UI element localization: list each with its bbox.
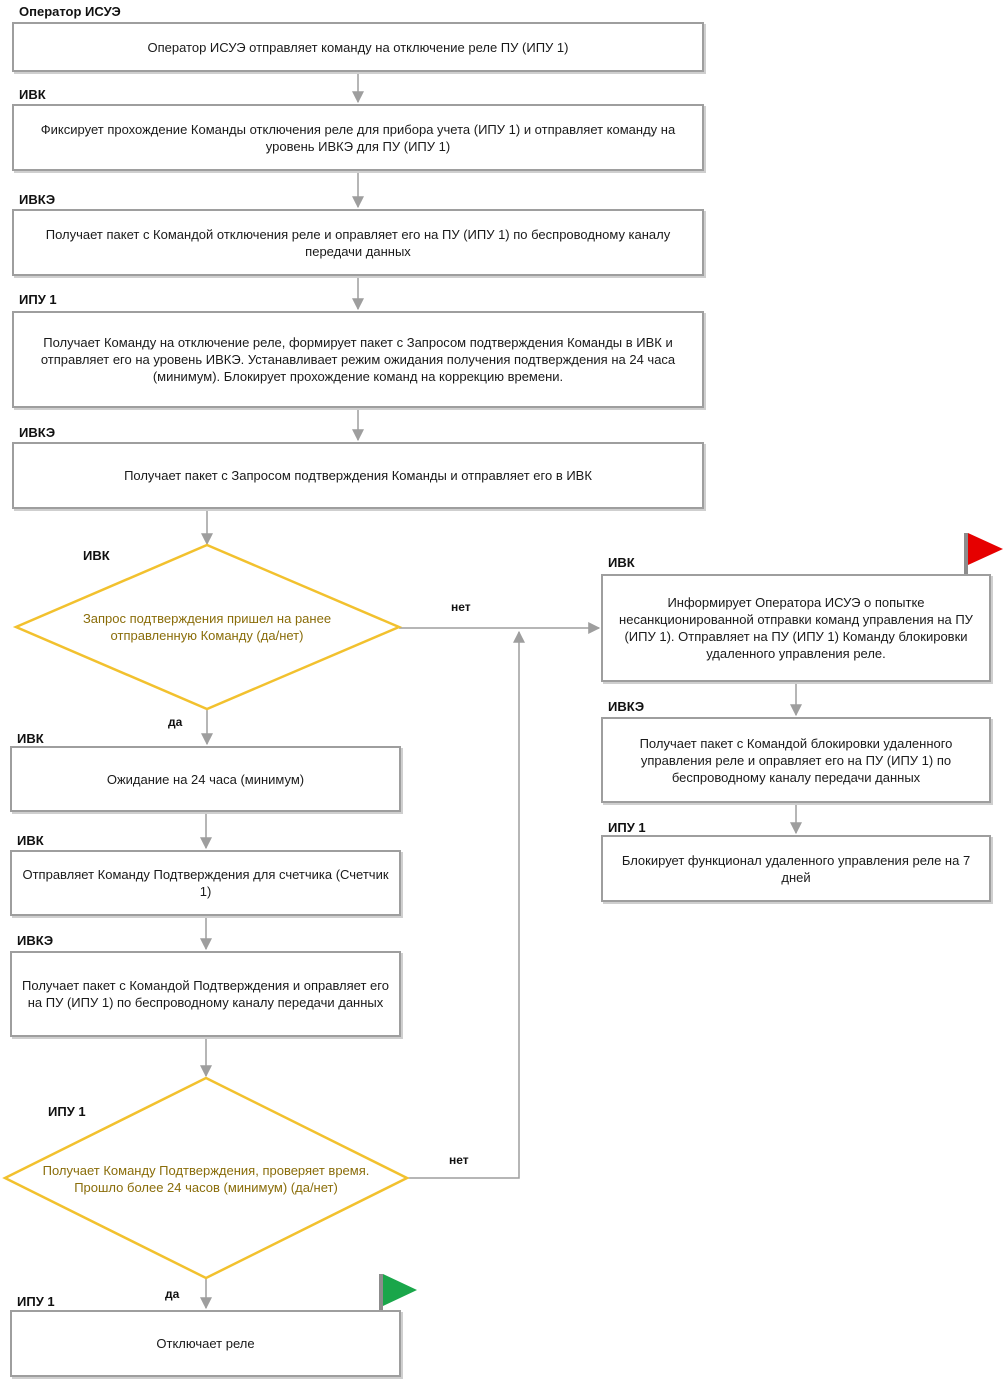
edge-label-yes: да — [168, 715, 183, 729]
step-operator-sends-command: Оператор ИСУЭ отправляет команду на откл… — [12, 22, 704, 72]
step-text: Информирует Оператора ИСУЭ о попытке нес… — [619, 595, 973, 661]
step-text: Блокирует функционал удаленного управлен… — [621, 852, 971, 885]
step-text: Получает пакет с Командой отключения рел… — [45, 226, 671, 259]
step-relay-disconnect: Отключает реле — [10, 1310, 401, 1377]
edge-label-no: нет — [451, 600, 471, 614]
decision-2-text: Получает Команду Подтверждения, проверяе… — [42, 1163, 370, 1195]
lane-label-ivk: ИВК — [17, 731, 44, 746]
lane-label-ivke: ИВКЭ — [608, 699, 645, 714]
lane-label-ivke: ИВКЭ — [19, 425, 56, 440]
step-text: Получает пакет с Командой блокировки уда… — [639, 735, 953, 785]
edge-label-no: нет — [449, 1153, 469, 1167]
step-text: Получает пакет с Запросом подтверждения … — [124, 468, 592, 483]
lane-label-ivk: ИВК — [608, 555, 635, 570]
step-text: Фиксирует прохождение Команды отключения… — [40, 121, 676, 154]
step-text: Ожидание на 24 часа (минимум) — [106, 771, 305, 787]
lane-label-operator: Оператор ИСУЭ — [19, 4, 121, 19]
step-text: Получает пакет с Командой Подтверждения … — [22, 978, 389, 1010]
step-ivk-informs-operator: Информирует Оператора ИСУЭ о попытке нес… — [601, 574, 991, 682]
decision-diamond-2 — [2, 1076, 410, 1280]
step-ivke-forwards-command: Получает пакет с Командой отключения рел… — [12, 209, 704, 276]
step-text: Отключает реле — [156, 1336, 255, 1351]
red-flag-icon — [964, 533, 1003, 591]
step-ipu-requests-confirmation: Получает Команду на отключение реле, фор… — [12, 311, 704, 408]
step-wait-24h: Ожидание на 24 часа (минимум) — [10, 746, 401, 812]
decision-diamond-1 — [12, 543, 403, 711]
step-ivke-forwards-block: Получает пакет с Командой блокировки уда… — [601, 717, 991, 803]
step-ivke-forwards-confirmation: Получает пакет с Командой Подтверждения … — [10, 951, 401, 1037]
lane-label-ivke: ИВКЭ — [19, 192, 56, 207]
decision-1-text: Запрос подтверждения пришел на ранее отп… — [82, 611, 332, 643]
step-ivke-forwards-request: Получает пакет с Запросом подтверждения … — [12, 442, 704, 509]
step-text: Оператор ИСУЭ отправляет команду на откл… — [147, 39, 569, 55]
arrow-d2-no — [407, 630, 525, 1179]
step-ipu-blocks-remote-control: Блокирует функционал удаленного управлен… — [601, 835, 991, 902]
step-text: Отправляет Команду Подтверждения для сче… — [22, 867, 389, 899]
step-ivk-sends-confirmation: Отправляет Команду Подтверждения для сче… — [10, 850, 401, 916]
step-ivk-records-command: Фиксирует прохождение Команды отключения… — [12, 104, 704, 171]
lane-label-ivk: ИВК — [83, 548, 110, 563]
lane-label-ivk: ИВК — [19, 87, 46, 102]
step-text: Получает Команду на отключение реле, фор… — [40, 335, 676, 384]
lane-label-ipu: ИПУ 1 — [17, 1294, 55, 1309]
lane-label-ipu: ИПУ 1 — [48, 1104, 86, 1119]
lane-label-ivk: ИВК — [17, 833, 44, 848]
lane-label-ipu: ИПУ 1 — [608, 820, 646, 835]
edge-label-yes: да — [165, 1287, 180, 1301]
lane-label-ivke: ИВКЭ — [17, 933, 54, 948]
lane-label-ipu: ИПУ 1 — [19, 292, 57, 307]
green-flag-icon — [379, 1274, 417, 1332]
